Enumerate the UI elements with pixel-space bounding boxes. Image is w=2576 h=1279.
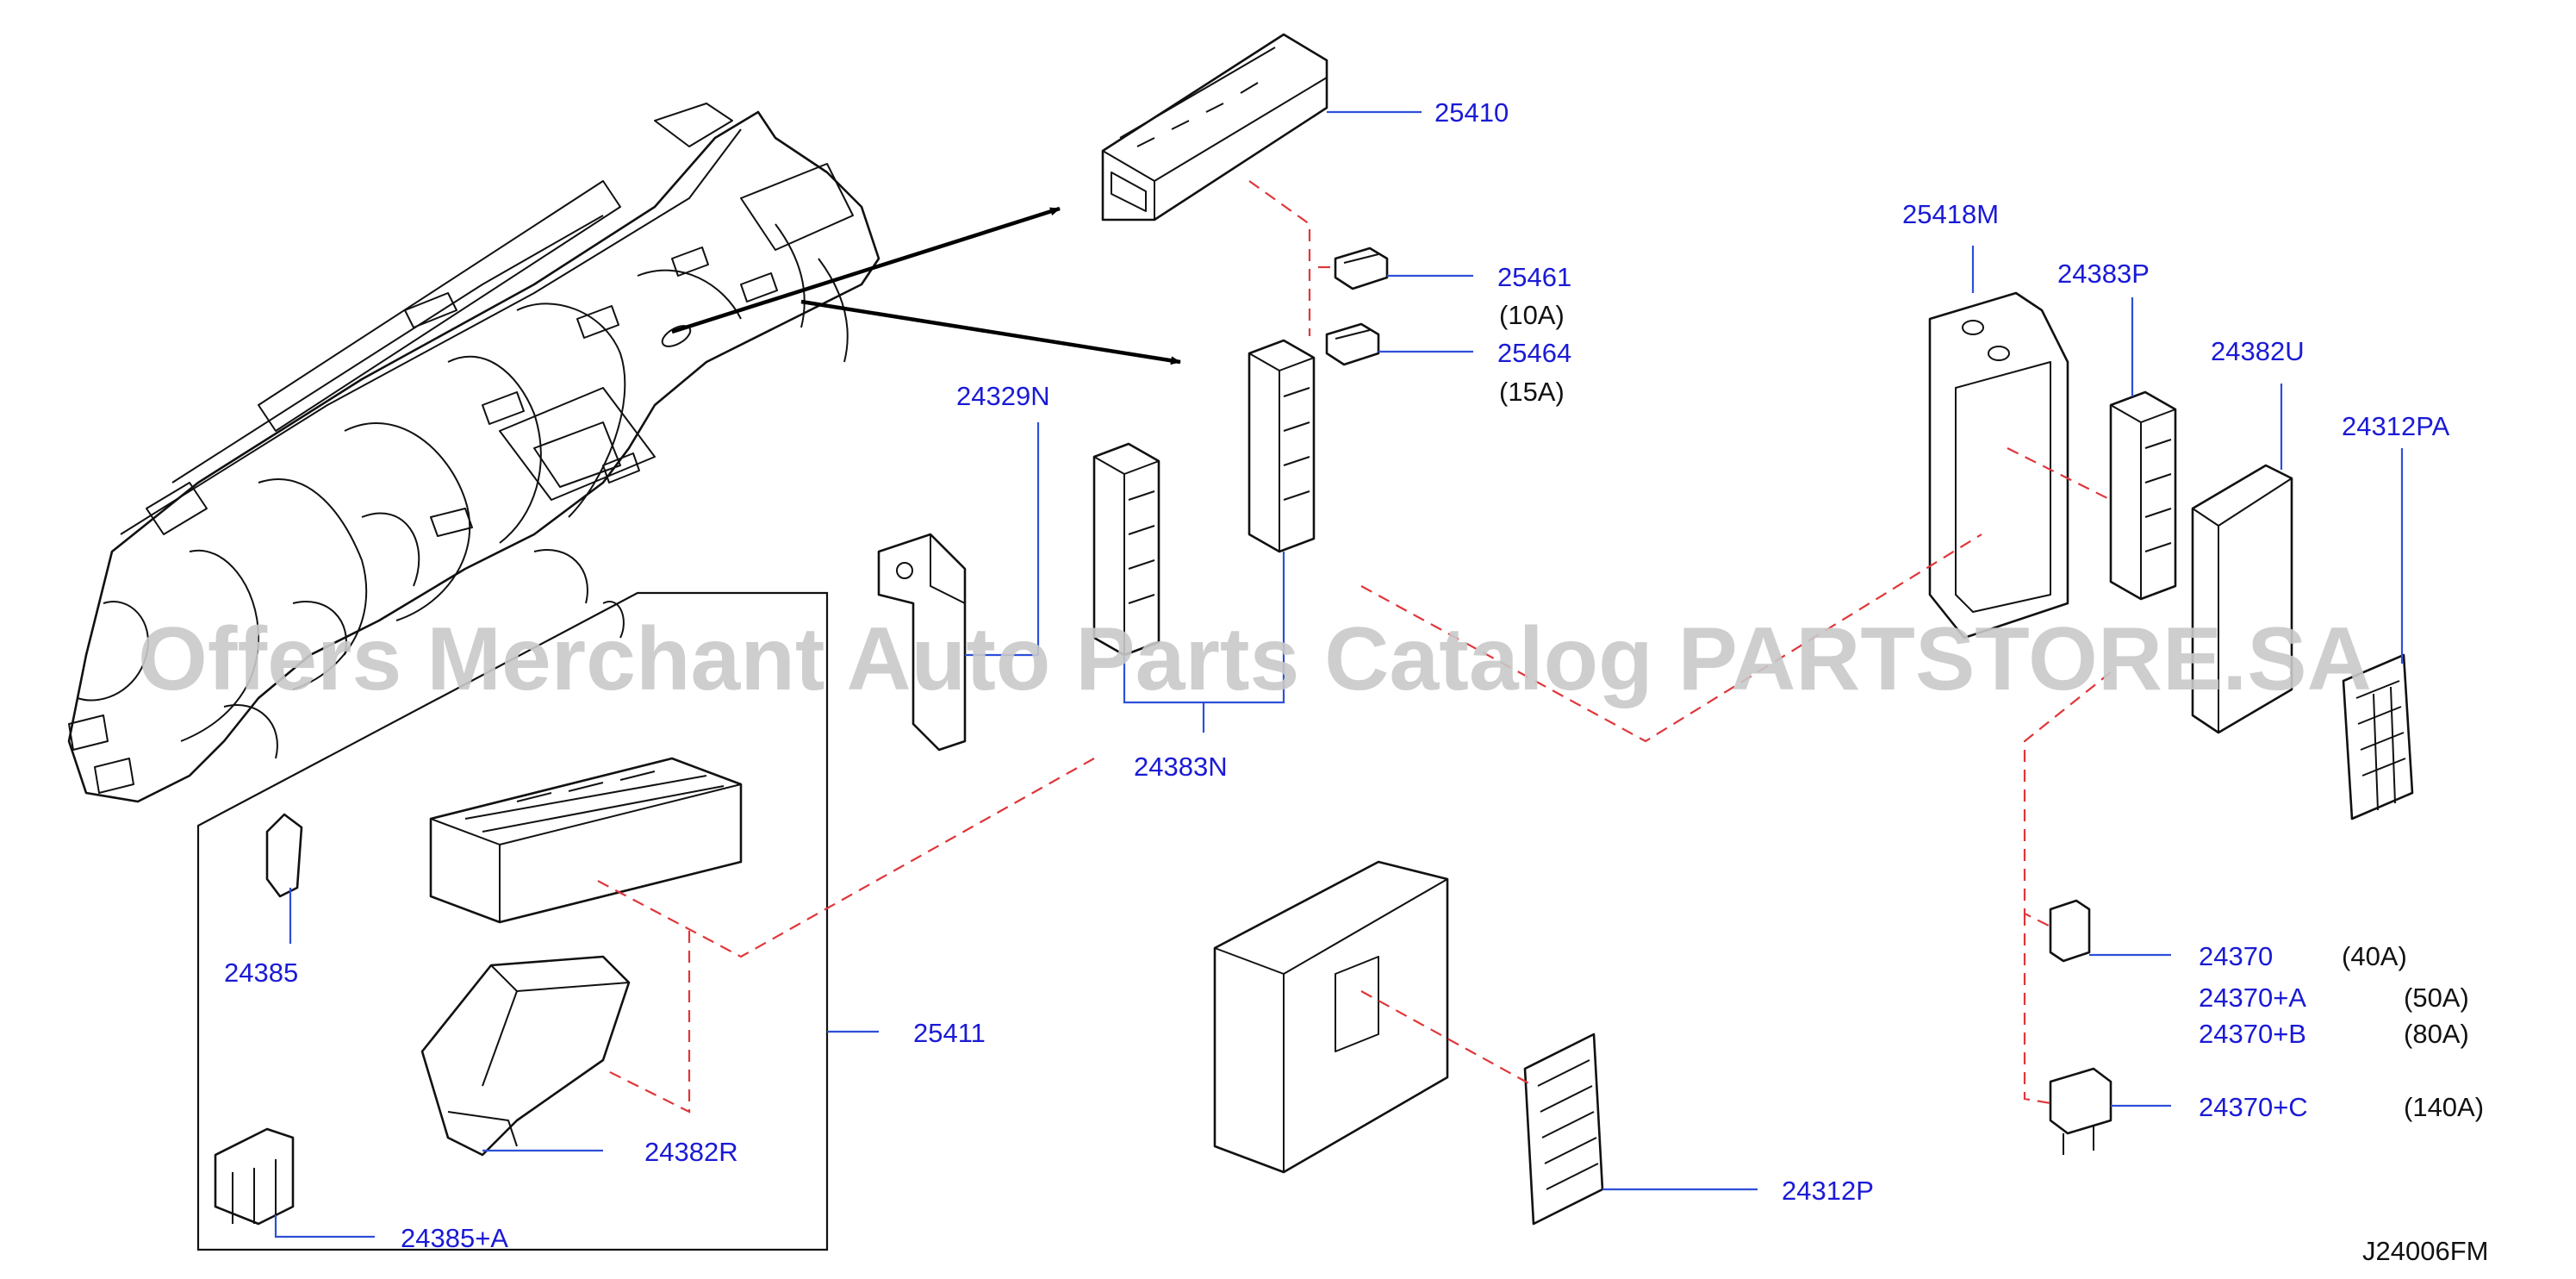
rating-24370C: (140A)	[2404, 1092, 2484, 1122]
part-label-25461[interactable]: 25461	[1497, 262, 1571, 292]
leader-lines	[274, 110, 2404, 1238]
diagram-code: J24006FM	[2362, 1236, 2488, 1266]
bracket-24329N-drawing	[877, 533, 967, 752]
part-label-24370C[interactable]: 24370+C	[2199, 1092, 2308, 1122]
fuse-25464-drawing	[1325, 322, 1380, 366]
callout-arrow-upper	[671, 206, 1061, 334]
part-label-25411[interactable]: 25411	[913, 1018, 986, 1048]
rating-24370A: (50A)	[2404, 983, 2469, 1013]
assembly-lines	[594, 180, 2112, 1114]
rating-24370B: (80A)	[2404, 1019, 2469, 1049]
fuse-25461-drawing	[1334, 246, 1389, 290]
rating-24370: (40A)	[2342, 941, 2407, 971]
relay-strip-24383P-drawing	[2109, 390, 2177, 601]
instrument-panel-drawing	[67, 103, 880, 803]
relay-strip-left-drawing	[1092, 442, 1160, 657]
part-label-24329N[interactable]: 24329N	[956, 381, 1050, 411]
part-label-25418M[interactable]: 25418M	[1902, 199, 1999, 229]
part-label-24370A[interactable]: 24370+A	[2199, 983, 2306, 1013]
cover-24382U-drawing	[2191, 464, 2293, 734]
callout-arrow-lower	[800, 299, 1181, 365]
rating-25461: (10A)	[1499, 300, 1565, 330]
group-25411-outline	[196, 591, 829, 1251]
label-sheet-24312PA-drawing	[2342, 653, 2414, 820]
fusible-link-24370-drawing	[2049, 899, 2091, 963]
part-label-24370[interactable]: 24370	[2199, 941, 2273, 971]
part-label-24312PA[interactable]: 24312PA	[2342, 411, 2450, 441]
label-sheet-24312P-drawing	[1523, 1033, 1604, 1226]
part-label-24385A[interactable]: 24385+A	[401, 1223, 508, 1253]
part-label-24383P[interactable]: 24383P	[2057, 259, 2150, 289]
module-24312P-drawing	[1213, 860, 1449, 1174]
rating-25464: (15A)	[1499, 377, 1565, 407]
part-label-24382U[interactable]: 24382U	[2211, 336, 2305, 366]
relay-holder-25418M-drawing	[1928, 291, 2069, 640]
fuse-block-25410-drawing	[1101, 33, 1328, 221]
part-label-25410[interactable]: 25410	[1434, 97, 1509, 128]
part-label-24382R[interactable]: 24382R	[644, 1137, 738, 1167]
part-label-24385[interactable]: 24385	[224, 958, 298, 988]
fusible-link-24370C-drawing	[2049, 1067, 2112, 1155]
part-label-24383N[interactable]: 24383N	[1134, 752, 1228, 782]
part-label-24312P[interactable]: 24312P	[1782, 1176, 1874, 1206]
watermark: Offers Merchant Auto Parts Catalog PARTS…	[138, 609, 2372, 709]
relay-strip-right-drawing	[1248, 339, 1316, 553]
part-label-25464[interactable]: 25464	[1497, 338, 1571, 368]
clip-24385-drawing	[265, 813, 303, 898]
fuse-block-25411-drawing	[429, 757, 743, 924]
part-label-24370B[interactable]: 24370+B	[2199, 1019, 2306, 1049]
cover-24382R-drawing	[420, 955, 631, 1157]
clip-24385A-drawing	[214, 1127, 295, 1226]
